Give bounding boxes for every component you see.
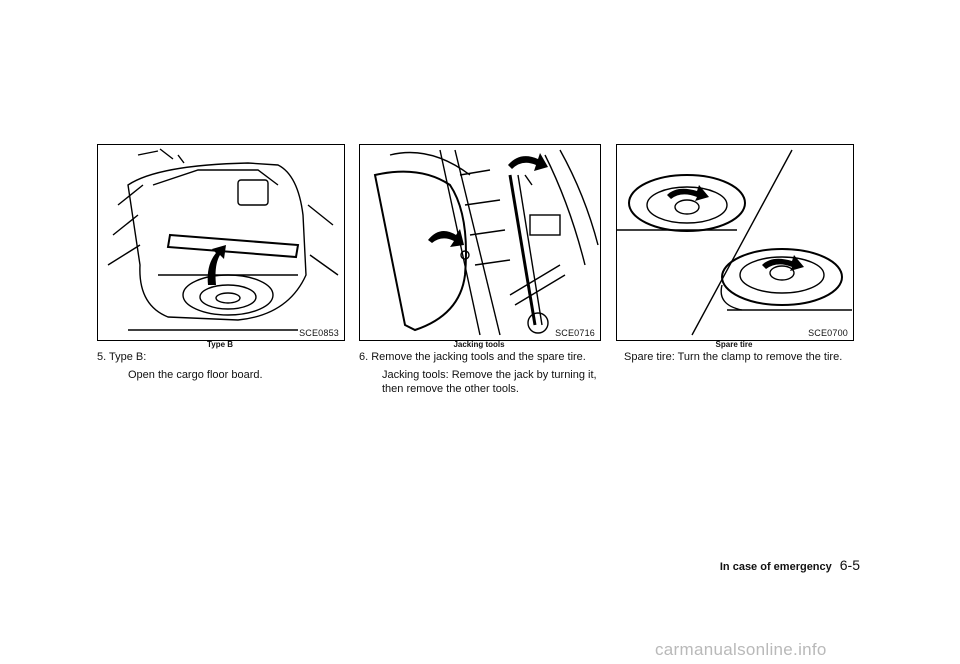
- watermark: carmanualsonline.info: [655, 640, 827, 659]
- section-title: In case of emergency: [719, 561, 832, 573]
- step-5-text: Open the cargo floor board.: [128, 369, 263, 381]
- figure-cargo-floor: SCE0853: [97, 144, 345, 341]
- figure-code: SCE0716: [554, 328, 596, 338]
- figure-jacking-tools: SCE0716: [359, 144, 601, 341]
- spare-tire-text: Spare tire: Turn the clamp to remove the…: [624, 351, 843, 363]
- figure-spare-tire: SCE0700: [616, 144, 854, 341]
- figure-code: SCE0853: [298, 328, 340, 338]
- figure-caption: Type B: [206, 340, 234, 349]
- figure-caption: Spare tire: [715, 340, 753, 349]
- step-6-heading: 6. Remove the jacking tools and the spar…: [359, 351, 586, 363]
- step-5-heading: 5. Type B:: [97, 351, 147, 363]
- figure-caption: Jacking tools: [453, 340, 505, 349]
- spare-tire-illustration: [617, 149, 852, 336]
- step-6-text-line1: Jacking tools: Remove the jack by turnin…: [382, 369, 597, 381]
- page-footer: In case of emergency 6-5: [640, 557, 860, 575]
- cargo-floor-illustration: [107, 148, 339, 331]
- step-6-text-line2: then remove the other tools.: [382, 383, 519, 395]
- page-number: 6-5: [839, 557, 860, 573]
- jacking-tools-illustration: [373, 149, 599, 336]
- figure-code: SCE0700: [807, 328, 849, 338]
